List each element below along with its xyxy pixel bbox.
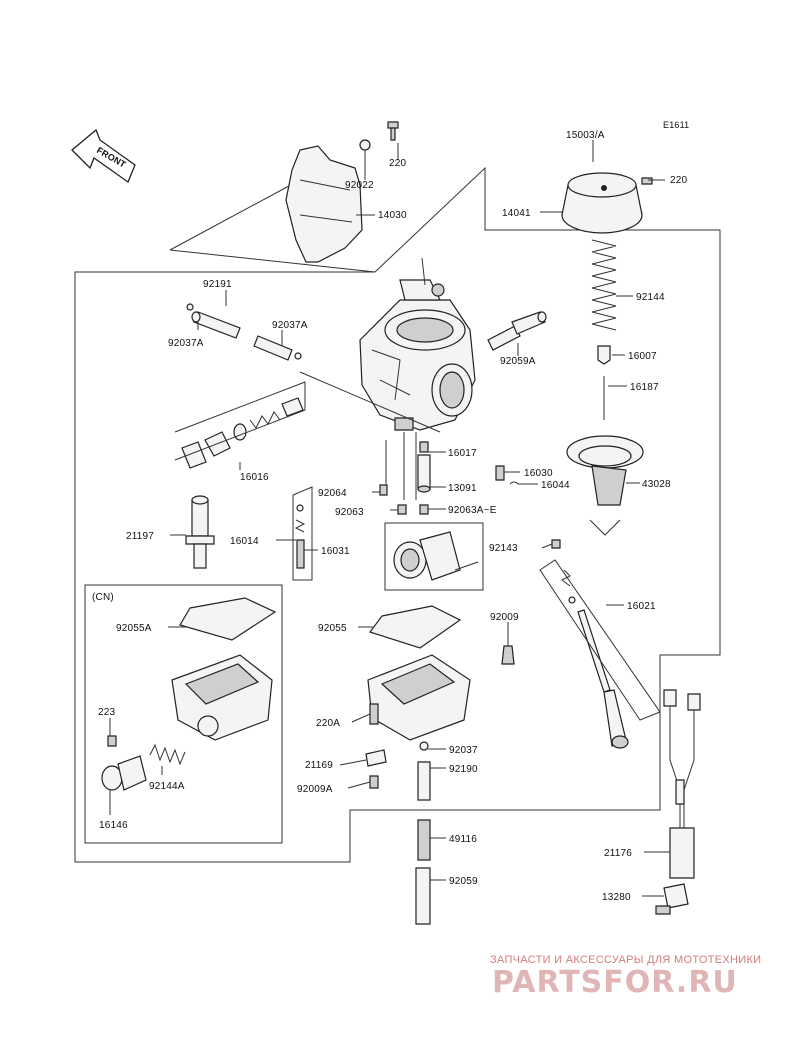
screw-223-shape xyxy=(107,735,117,747)
label-13091: 13091 xyxy=(448,483,477,494)
screw-92009-shape xyxy=(501,645,515,665)
label-49116: 49116 xyxy=(449,834,477,845)
label-16014: 16014 xyxy=(230,536,259,547)
label-13280: 13280 xyxy=(602,892,631,903)
watermark: ЗАПЧАСТИ И АКСЕССУАРЫ ДЛЯ МОТОТЕХНИКИ PA… xyxy=(490,954,761,1000)
label-220-top: 220 xyxy=(389,158,407,169)
tube-92190-shape xyxy=(417,761,431,801)
label-92063: 92063 xyxy=(335,507,364,518)
clip-16007-shape xyxy=(597,345,611,365)
gasket-92055-shape xyxy=(369,605,462,649)
throttle-sensor-shape xyxy=(393,531,479,581)
label-21169: 21169 xyxy=(305,760,333,771)
screw-92009A-shape xyxy=(369,775,379,789)
float-bowl-cn-shape xyxy=(171,654,273,741)
label-220A: 220A xyxy=(316,718,340,729)
label-92037A-left: 92037A xyxy=(168,338,204,349)
top-cover-14030-shape xyxy=(285,121,399,263)
label-16021: 16021 xyxy=(627,601,656,612)
label-16146: 16146 xyxy=(99,820,128,831)
jet-stack-shape xyxy=(379,441,431,515)
clip-16044-shape xyxy=(509,481,519,485)
main-frame xyxy=(74,166,721,863)
throttle-sensor-box xyxy=(384,522,484,591)
pilot-screw-16014-shape xyxy=(294,504,306,569)
label-21176: 21176 xyxy=(604,848,632,859)
leader-lines xyxy=(109,140,670,897)
label-92144A: 92144A xyxy=(149,781,185,792)
label-92064: 92064 xyxy=(318,488,347,499)
cn-box xyxy=(84,584,283,844)
label-92022: 92022 xyxy=(345,180,374,191)
diaphragm-43028-shape xyxy=(566,435,644,506)
spring-92144A-shape xyxy=(149,743,186,766)
sensor-13280-shape xyxy=(655,883,689,915)
gasket-92055A-shape xyxy=(179,597,277,641)
cover-bracket xyxy=(169,179,376,273)
fitting-21197-shape xyxy=(185,495,215,569)
label-92144: 92144 xyxy=(636,292,665,303)
tube-92059-shape xyxy=(415,867,431,925)
center-axis xyxy=(299,257,441,433)
harness-21176-shape xyxy=(663,689,701,879)
label-220-right: 220 xyxy=(670,175,688,186)
label-16044: 16044 xyxy=(541,480,570,491)
label-16030: 16030 xyxy=(524,468,553,479)
label-92191: 92191 xyxy=(203,279,232,290)
watermark-brand: PARTSFOR.RU xyxy=(492,965,738,1000)
label-92059: 92059 xyxy=(449,876,478,887)
label-92037: 92037 xyxy=(449,745,478,756)
label-92037A-mid: 92037A xyxy=(272,320,308,331)
spring-92144-shape xyxy=(591,239,617,331)
screw-16030-shape xyxy=(495,465,505,481)
label-16007: 16007 xyxy=(628,351,657,362)
front-arrow-icon: FRONT xyxy=(71,128,136,184)
bracket-21169-shape xyxy=(365,749,387,767)
label-14041: 14041 xyxy=(502,208,531,219)
carburetor-body-shape xyxy=(359,279,476,431)
diagram-code: E1611 xyxy=(663,120,689,130)
label-92063AE: 92063A~E xyxy=(448,505,497,516)
label-16017: 16017 xyxy=(448,448,477,459)
label-92055: 92055 xyxy=(318,623,347,634)
air-screw-16016-shape xyxy=(181,397,304,469)
label-16016: 16016 xyxy=(240,472,269,483)
label-92055A: 92055A xyxy=(116,623,152,634)
label-223: 223 xyxy=(98,707,116,718)
part-labels: 220 92022 14030 15003/A 220 14041 92144 … xyxy=(92,130,688,903)
plug-49116-shape xyxy=(417,819,431,861)
label-cn: (CN) xyxy=(92,592,114,603)
label-16187: 16187 xyxy=(630,382,659,393)
label-43028: 43028 xyxy=(642,479,671,490)
label-92059A: 92059A xyxy=(500,356,536,367)
rod-16021-shape xyxy=(551,539,629,749)
watermark-tagline: ЗАПЧАСТИ И АКСЕССУАРЫ ДЛЯ МОТОТЕХНИКИ xyxy=(490,954,761,966)
label-92190: 92190 xyxy=(449,764,478,775)
label-15003A: 15003/A xyxy=(566,130,605,141)
tube-92059A-shape xyxy=(487,311,547,351)
label-16031: 16031 xyxy=(321,546,350,557)
ring-92037-shape xyxy=(419,741,429,751)
label-21197: 21197 xyxy=(126,531,154,542)
valve-16146-shape xyxy=(101,755,147,791)
label-14030: 14030 xyxy=(378,210,407,221)
float-bowl-shape xyxy=(367,654,471,741)
tube-92191-shape xyxy=(186,303,302,361)
top-cap-14041-shape xyxy=(561,172,653,234)
label-92009: 92009 xyxy=(490,612,519,623)
label-92009A: 92009A xyxy=(297,784,333,795)
label-92143: 92143 xyxy=(489,543,518,554)
screw-220A-shape xyxy=(369,703,379,725)
